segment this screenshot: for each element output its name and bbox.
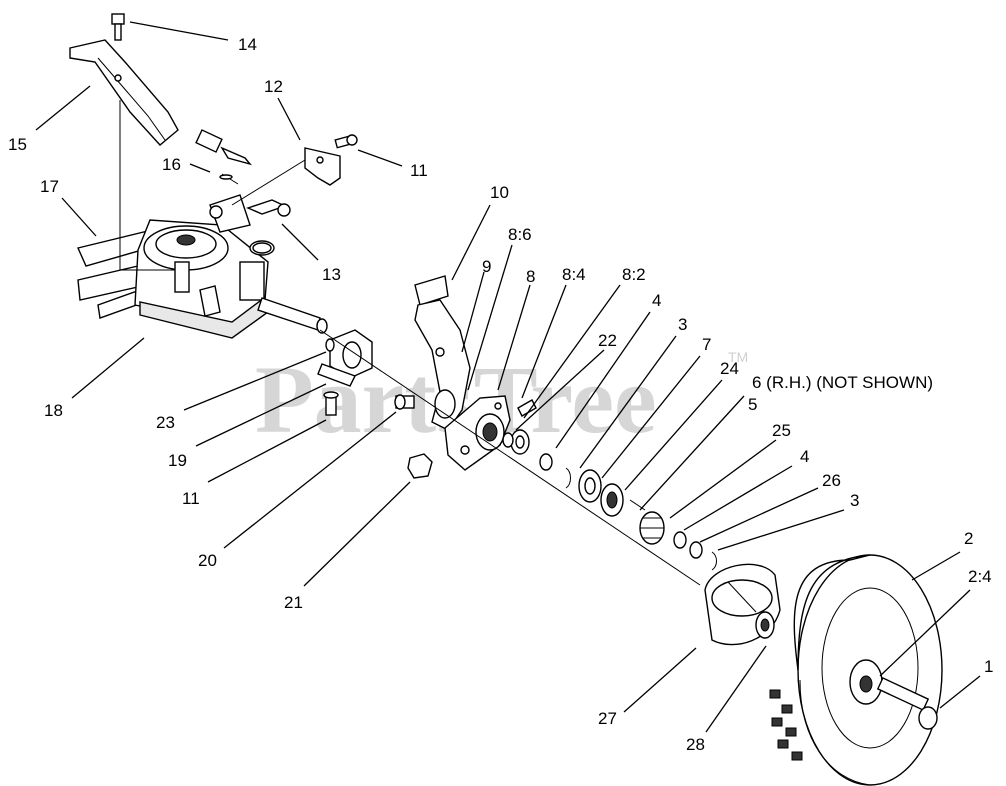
callout-14: 14 — [238, 35, 257, 54]
bracket-part-23 — [317, 329, 373, 387]
callout-6-not-shown: 6 (R.H.) (NOT SHOWN) — [752, 373, 933, 392]
callout-5: 5 — [748, 395, 757, 414]
axle-shaft — [257, 297, 328, 334]
bracket-part-15 — [69, 39, 179, 271]
callout-11-upper: 11 — [410, 161, 428, 180]
bolt-part-14 — [111, 13, 125, 41]
callout-13: 13 — [322, 265, 341, 284]
callout-2-4: 2:4 — [968, 567, 992, 586]
callout-28: 28 — [686, 735, 705, 754]
callout-23: 23 — [156, 413, 175, 432]
bearing-plate-part-8 — [444, 395, 511, 471]
gearbox-housing-part-18 — [134, 194, 275, 339]
callout-7: 7 — [702, 335, 711, 354]
callout-25: 25 — [772, 421, 791, 440]
callout-11-lower: 11 — [182, 489, 200, 508]
callout-10: 10 — [490, 183, 509, 202]
callout-18: 18 — [44, 401, 63, 420]
callout-4-upper: 4 — [652, 291, 661, 310]
callout-2: 2 — [964, 529, 973, 548]
callout-8: 8 — [526, 267, 535, 286]
wheel-part-2 — [769, 554, 943, 786]
callout-15: 15 — [8, 135, 27, 154]
bushing-part-13 — [246, 199, 291, 254]
callout-27: 27 — [598, 709, 617, 728]
watermark-tm: TM — [728, 349, 748, 365]
wheel-bolt-part-1 — [876, 677, 938, 730]
callout-8-6: 8:6 — [508, 225, 532, 244]
nut-part-21 — [407, 453, 433, 479]
clip-part-8-4 — [517, 399, 537, 417]
axle-line — [319, 329, 701, 586]
callout-8-4: 8:4 — [562, 265, 586, 284]
callout-1: 1 — [984, 657, 993, 676]
leader-lines — [35, 21, 981, 733]
callout-24: 24 — [720, 359, 739, 378]
callout-20: 20 — [198, 551, 217, 570]
callout-12: 12 — [264, 77, 283, 96]
bolt-part-20 — [394, 394, 415, 410]
callout-17: 17 — [40, 177, 59, 196]
bearing-stack — [539, 453, 717, 571]
callout-3-upper: 3 — [678, 315, 687, 334]
cable-bracket-part-12 — [231, 147, 341, 206]
washer-part-22 — [502, 429, 530, 455]
callout-labels: 14 15 12 16 11 17 13 10 8:6 9 8 8:4 8:2 … — [8, 35, 993, 754]
cable-end-part-16 — [195, 129, 252, 185]
callout-21: 21 — [284, 593, 303, 612]
callout-4-lower: 4 — [800, 447, 809, 466]
hub-part-28 — [755, 611, 775, 639]
screw-part-11-lower — [323, 391, 339, 416]
callout-19: 19 — [168, 451, 187, 470]
callout-26: 26 — [822, 471, 841, 490]
callout-9: 9 — [482, 257, 491, 276]
callout-3-lower: 3 — [850, 491, 859, 510]
callout-16: 16 — [162, 155, 181, 174]
callout-8-2: 8:2 — [622, 265, 646, 284]
screw-part-11-upper — [334, 134, 358, 149]
callout-22: 22 — [598, 331, 617, 350]
